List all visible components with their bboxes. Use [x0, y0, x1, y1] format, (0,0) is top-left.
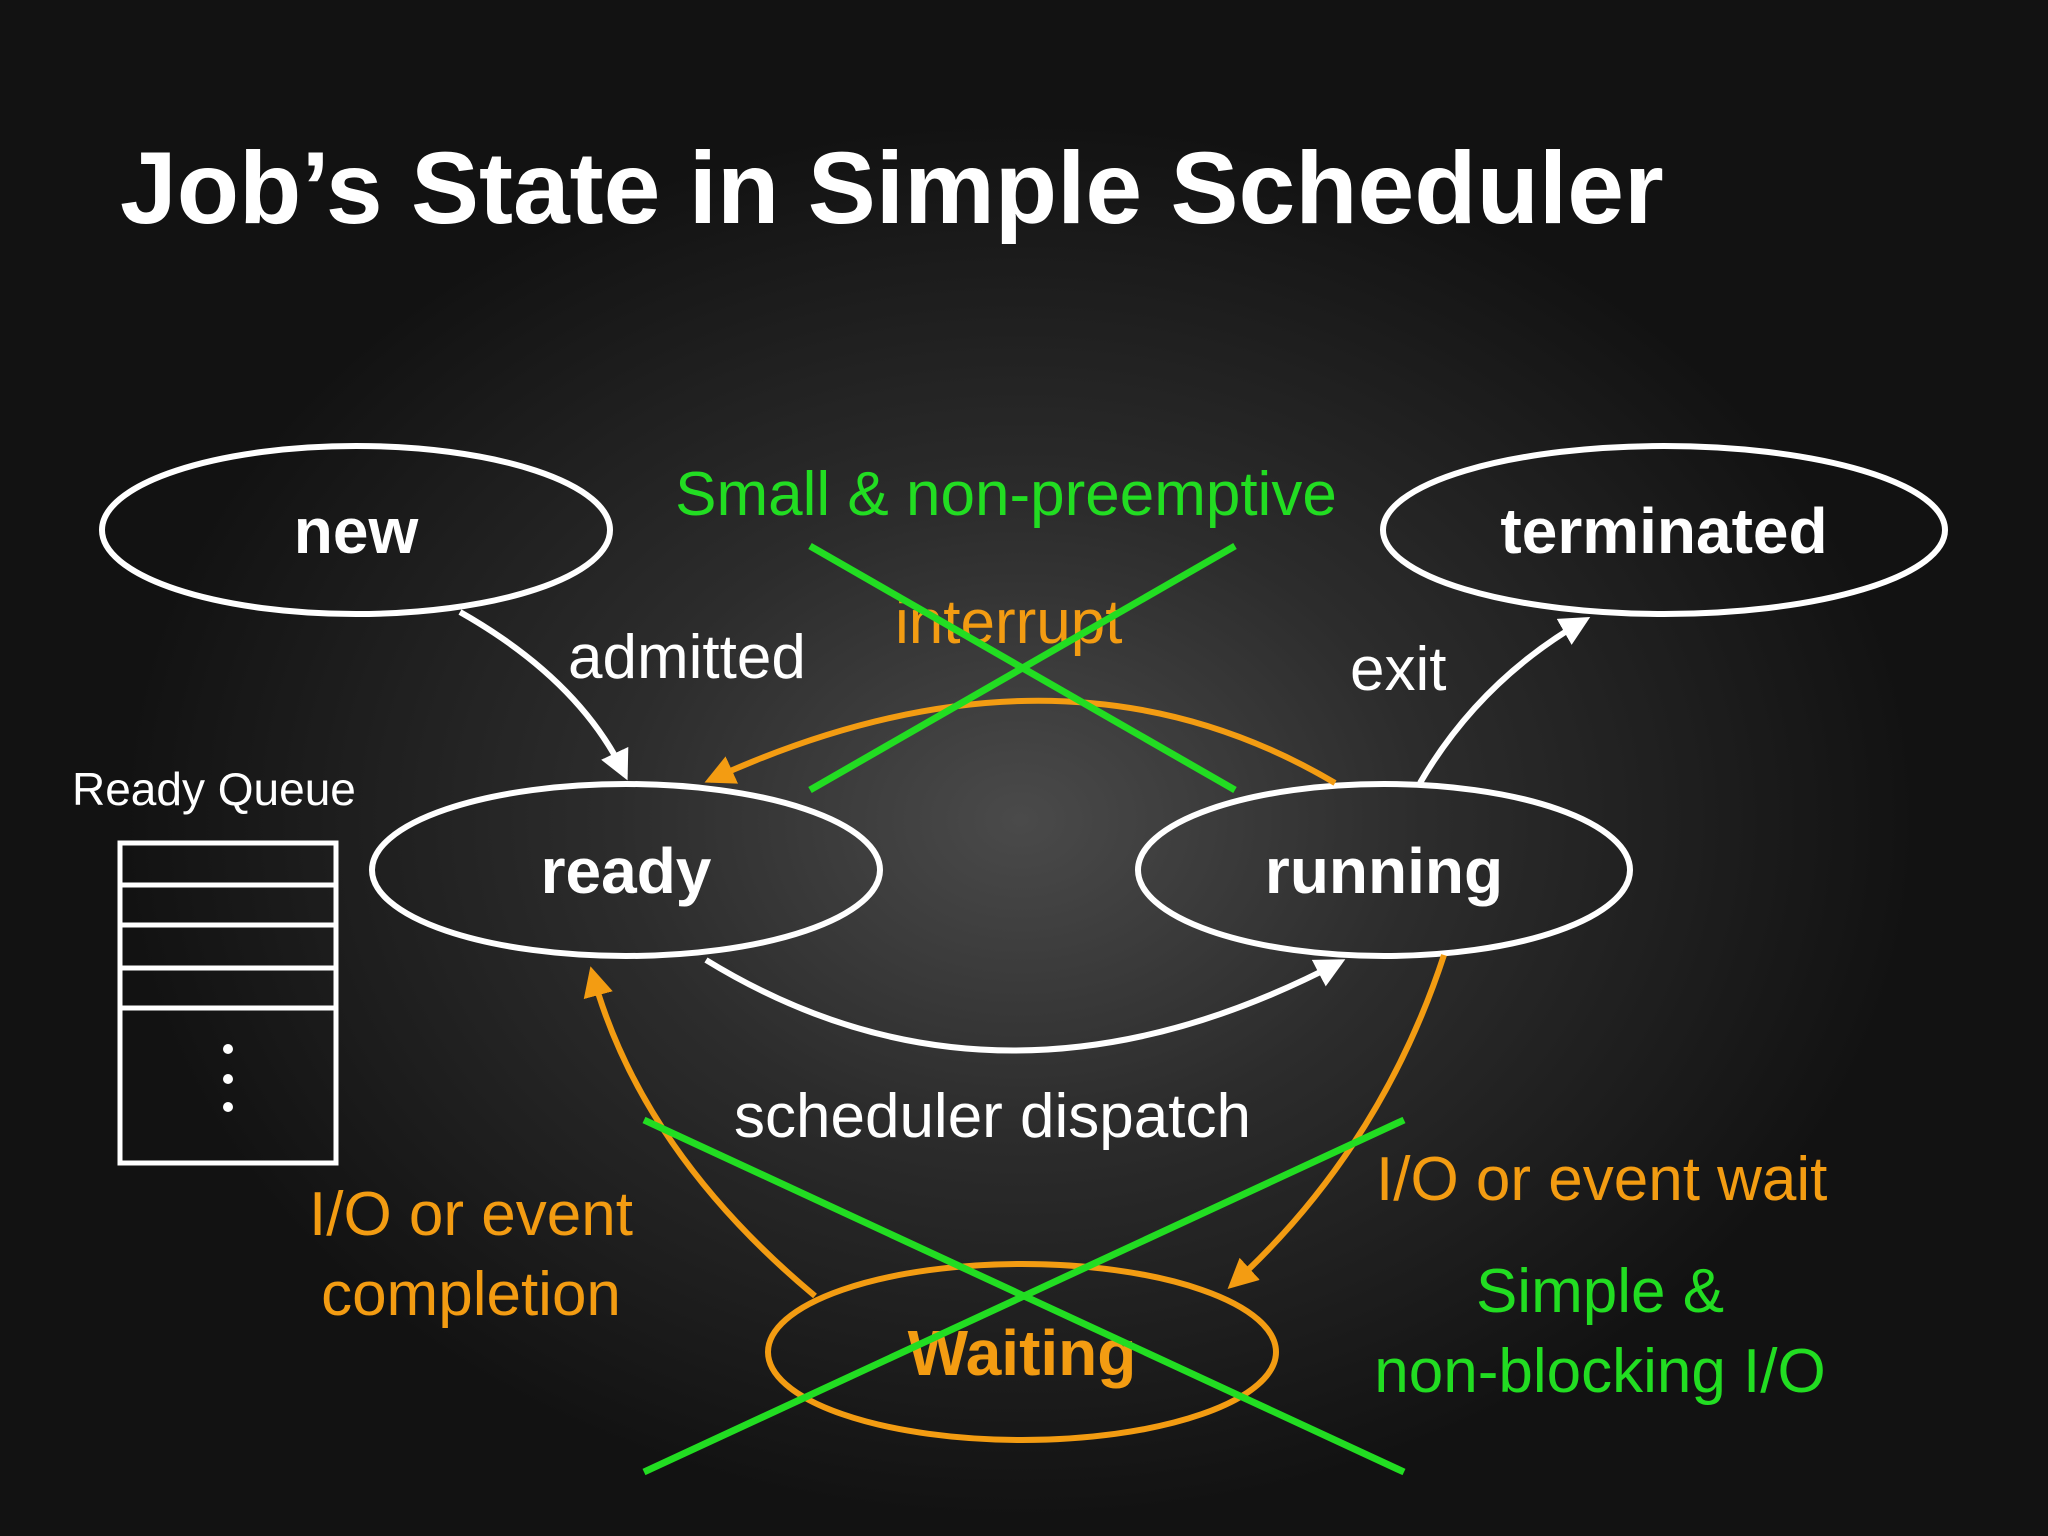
state-new	[99, 443, 613, 617]
state-terminated-label: terminated	[1500, 495, 1827, 567]
state-running	[1135, 781, 1633, 959]
strike-interrupt	[808, 542, 1237, 794]
state-ready-label: ready	[541, 835, 712, 907]
label-io-wait: I/O or event wait	[1376, 1145, 1827, 1214]
arrow-io-completion	[583, 966, 817, 1299]
arrow-scheduler-dispatch	[704, 957, 1346, 1054]
annotation-small-non-preemptive: Small & non-preemptive	[675, 460, 1337, 529]
annotation-simple-line2: non-blocking I/O	[1374, 1337, 1825, 1406]
arrow-interrupt	[704, 697, 1337, 786]
state-ready	[369, 781, 883, 959]
state-new-label: new	[294, 495, 419, 567]
state-running-label: running	[1265, 835, 1503, 907]
label-io-completion-line2: completion	[321, 1260, 621, 1329]
arrow-admitted	[458, 609, 629, 781]
page-title: Job’s State in Simple Scheduler	[120, 131, 1664, 245]
arrow-exit	[1417, 617, 1591, 785]
label-io-completion-line1: I/O or event	[309, 1180, 633, 1249]
ready-queue-box	[117, 840, 339, 1166]
state-terminated	[1380, 443, 1948, 617]
label-interrupt: interrupt	[895, 588, 1122, 657]
label-exit: exit	[1350, 635, 1446, 704]
strike-waiting	[642, 1116, 1406, 1476]
annotation-simple-line1: Simple &	[1476, 1257, 1724, 1326]
arrow-io-wait	[1227, 954, 1447, 1290]
state-waiting-label: Waiting	[908, 1317, 1137, 1389]
ready-queue-label: Ready Queue	[72, 763, 356, 815]
ready-queue-ellipsis-icon	[223, 1044, 233, 1112]
state-waiting	[765, 1261, 1279, 1443]
label-scheduler-dispatch: scheduler dispatch	[734, 1082, 1251, 1151]
label-admitted: admitted	[568, 623, 806, 692]
